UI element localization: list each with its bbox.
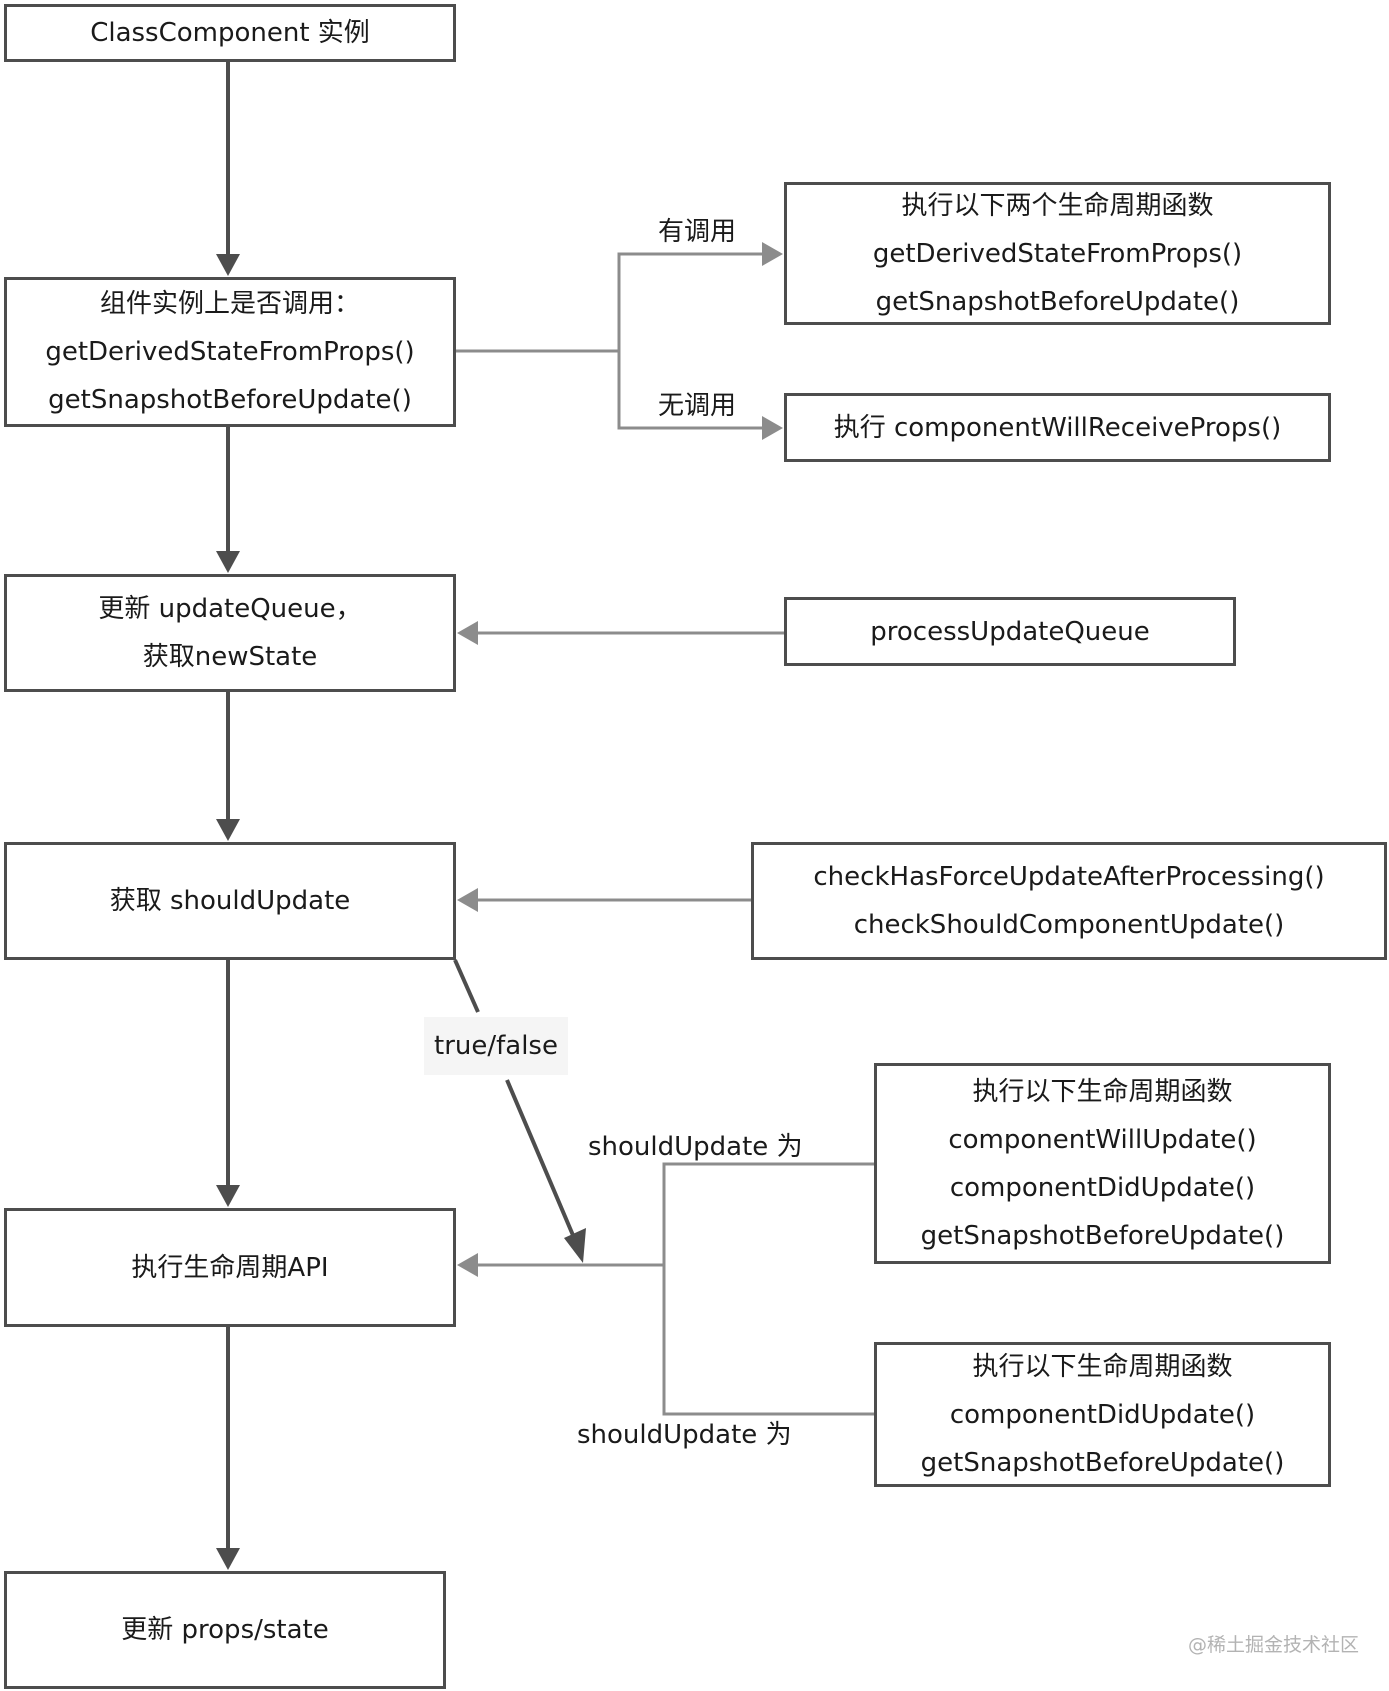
edge-label-should-update-true: shouldUpdate 为 <box>588 1132 803 1162</box>
arrowhead-check-to-update-queue <box>216 551 240 573</box>
arrowhead-update-queue-to-should-update <box>216 819 240 841</box>
edge-label-has-call: 有调用 <box>658 217 737 247</box>
branch-line-has-call <box>617 252 770 351</box>
node-line: 更新 props/state <box>121 1615 329 1645</box>
node-has-call-lifecycles: 执行以下两个生命周期函数 getDerivedStateFromProps() … <box>784 182 1331 325</box>
node-should-false-lifecycles: 执行以下生命周期函数 componentDidUpdate() getSnaps… <box>874 1342 1331 1487</box>
node-line: 更新 updateQueue， <box>98 594 362 624</box>
edge-label-true-false: true/false <box>424 1017 568 1075</box>
arrowhead-instance-to-check <box>216 254 240 276</box>
node-force-update-check: checkHasForceUpdateAfterProcessing() che… <box>751 842 1387 960</box>
node-line: getSnapshotBeforeUpdate() <box>920 1220 1285 1251</box>
node-line: getDerivedStateFromProps() <box>45 337 415 367</box>
node-line: checkHasForceUpdateAfterProcessing() <box>813 862 1325 892</box>
node-line: 执行以下两个生命周期函数 <box>901 190 1214 221</box>
arrowhead-process-to-update-queue <box>457 621 478 645</box>
node-class-component-instance: ClassComponent 实例 <box>4 4 456 62</box>
branch-line-should-false <box>662 1265 874 1416</box>
node-line: componentDidUpdate() <box>949 1172 1256 1203</box>
node-no-call-receive-props: 执行 componentWillReceiveProps() <box>784 393 1331 462</box>
branch-line-should-true <box>662 1162 874 1265</box>
node-should-true-lifecycles: 执行以下生命周期函数 componentWillUpdate() compone… <box>874 1063 1331 1264</box>
node-line: componentDidUpdate() <box>949 1399 1256 1430</box>
node-line: processUpdateQueue <box>870 616 1150 647</box>
node-line: checkShouldComponentUpdate() <box>853 910 1285 940</box>
node-update-queue: 更新 updateQueue， 获取newState <box>4 574 456 692</box>
node-line: getDerivedStateFromProps() <box>872 238 1243 269</box>
arrowhead-should-update-to-exec-lifecycle <box>216 1185 240 1207</box>
node-get-should-update: 获取 shouldUpdate <box>4 842 456 960</box>
edge-label-no-call: 无调用 <box>658 391 737 421</box>
branch-line-no-call <box>617 351 770 430</box>
watermark: @稀土掘金技术社区 <box>1188 1634 1360 1656</box>
arrowhead-branches-to-exec-lifecycle <box>457 1253 478 1277</box>
edge-label-should-update-false: shouldUpdate 为 <box>577 1420 792 1450</box>
node-line: 获取 shouldUpdate <box>109 886 351 916</box>
node-line: ClassComponent 实例 <box>90 18 370 48</box>
node-line: 获取newState <box>142 642 318 672</box>
node-line: getSnapshotBeforeUpdate() <box>875 286 1240 317</box>
node-line: 执行以下生命周期函数 <box>972 1076 1233 1107</box>
diagonal-true-false-top <box>453 959 480 1013</box>
node-line: 执行以下生命周期函数 <box>972 1351 1233 1382</box>
node-line: componentWillUpdate() <box>948 1124 1257 1155</box>
node-line: 执行 componentWillReceiveProps() <box>833 412 1282 443</box>
node-line: getSnapshotBeforeUpdate() <box>920 1447 1285 1478</box>
node-lifecycle-check: 组件实例上是否调用： getDerivedStateFromProps() ge… <box>4 277 456 427</box>
node-line: 组件实例上是否调用： <box>99 289 360 319</box>
node-line: getSnapshotBeforeUpdate() <box>48 385 412 415</box>
diagonal-true-false-bottom <box>505 1079 577 1241</box>
arrowhead-exec-lifecycle-to-update-props <box>216 1548 240 1570</box>
arrowhead-force-check-to-should-update <box>457 888 478 912</box>
node-process-update-queue: processUpdateQueue <box>784 597 1236 666</box>
arrowhead-no-call <box>762 416 783 440</box>
node-update-props-state: 更新 props/state <box>4 1571 446 1689</box>
arrowhead-has-call <box>762 242 783 266</box>
node-exec-lifecycle-api: 执行生命周期API <box>4 1208 456 1327</box>
node-line: 执行生命周期API <box>131 1252 329 1283</box>
arrowhead-true-false <box>564 1228 586 1263</box>
